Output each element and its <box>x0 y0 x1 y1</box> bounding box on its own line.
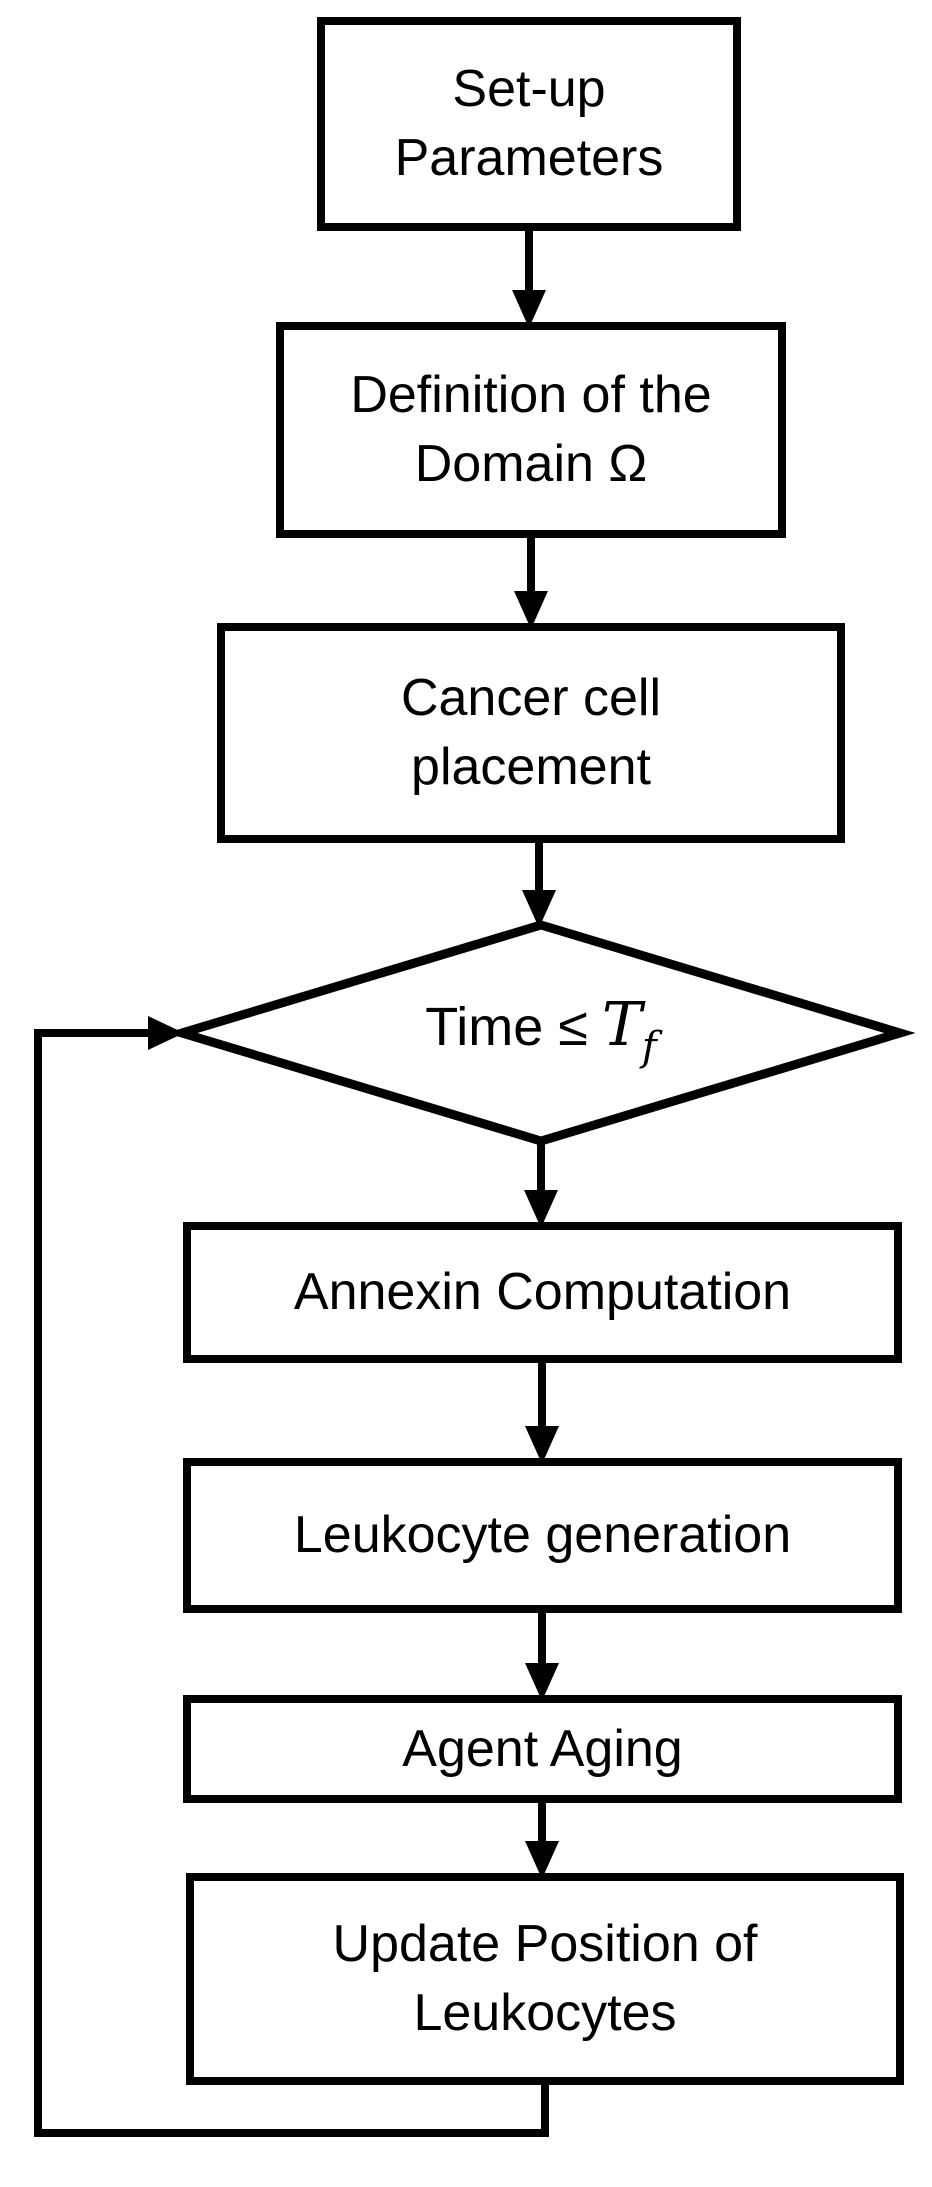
arrowhead-down-icon <box>525 1841 559 1879</box>
node-label-line: Parameters <box>394 129 664 187</box>
node-label-line: Leukocyte generation <box>293 1506 792 1565</box>
node-cancer-cell-placement: Cancer cell placement <box>217 623 845 843</box>
arrowhead-down-icon <box>525 1663 559 1701</box>
arrowhead-right-icon <box>148 1016 184 1050</box>
node-annexin-computation: Annexin Computation <box>183 1222 902 1363</box>
arrowhead-down-icon <box>522 890 556 928</box>
node-label-line: Annexin Computation <box>293 1263 792 1322</box>
decision-variable-subscript: f <box>641 1024 657 1070</box>
arrowhead-down-icon <box>525 1426 559 1464</box>
node-label-line: Definition of the <box>350 366 712 425</box>
node-label-line: Update Position of <box>332 1915 758 1974</box>
arrowhead-down-icon <box>514 591 548 629</box>
node-label-line: Cancer cell <box>400 669 662 728</box>
node-label-line: Set-up <box>452 60 606 119</box>
arrowhead-down-icon <box>512 290 546 328</box>
decision-condition-text: Time ≤ <box>425 997 588 1057</box>
node-domain-definition: Definition of the Domain Ω <box>276 322 786 538</box>
node-label-line: Agent Aging <box>402 1719 683 1778</box>
node-agent-aging: Agent Aging <box>183 1695 902 1803</box>
node-setup-parameters: Set-up Parameters <box>317 17 741 231</box>
node-label-line: Domain Ω <box>414 435 648 493</box>
edge-loopback-update-to-timecheck <box>34 1029 549 2137</box>
arrowhead-down-icon <box>524 1190 558 1228</box>
decision-variable: T <box>601 990 642 1060</box>
node-update-position: Update Position of Leukocytes <box>186 1873 904 2085</box>
node-label-line: Leukocytes <box>413 1984 677 2042</box>
node-time-check-label: Time ≤Tf <box>231 990 851 1070</box>
node-leukocyte-generation: Leukocyte generation <box>183 1458 902 1613</box>
node-label-line: placement <box>411 738 651 796</box>
